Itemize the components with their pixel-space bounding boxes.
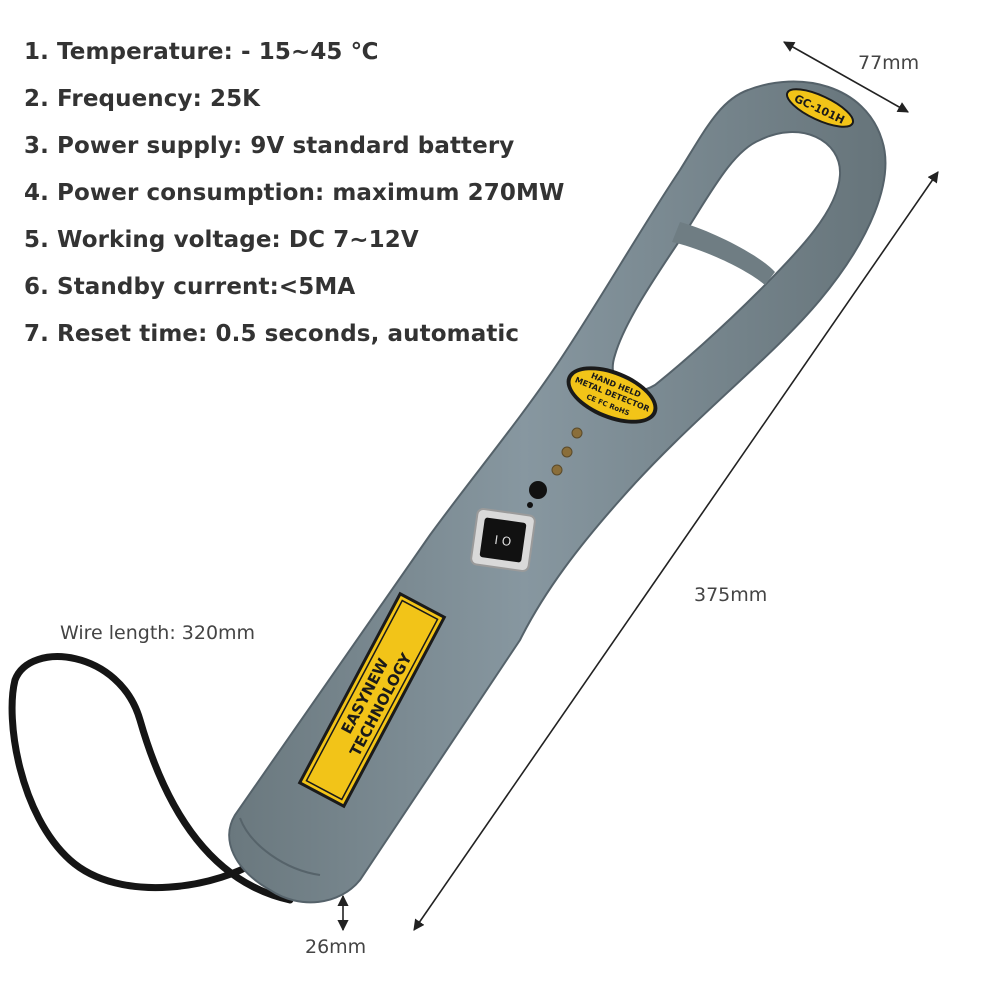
indicator-light-top — [571, 427, 583, 439]
bottom-cap — [239, 817, 321, 876]
speaker-hole — [529, 481, 547, 499]
indicator-light-bottom — [551, 464, 563, 476]
wire-length-label: Wire length: 320mm — [60, 622, 256, 644]
speaker-dot — [527, 502, 533, 508]
width-dimension-line — [783, 41, 909, 113]
spec-working-voltage: 5. Working voltage: DC 7~12V — [24, 227, 419, 253]
spec-frequency: 2. Frequency: 25K — [24, 86, 261, 112]
thickness-dimension-label: 26mm — [305, 936, 367, 958]
power-switch[interactable]: I O — [470, 508, 536, 572]
handle-bridge — [672, 222, 775, 285]
wrist-cord — [8, 653, 294, 904]
spec-power-supply: 3. Power supply: 9V standard battery — [24, 133, 515, 159]
switch-symbol-icon: I O — [494, 533, 513, 549]
spec-standby-current: 6. Standby current:<5MA — [24, 274, 356, 300]
indicator-light-middle — [561, 446, 573, 458]
metal-detector: GC-101H HAND HELD METAL DETECTOR CE FC R… — [228, 80, 887, 904]
spec-temperature: 1. Temperature: - 15~45 ℃ — [24, 39, 379, 65]
width-dimension-label: 77mm — [858, 52, 920, 74]
length-dimension-line — [413, 171, 939, 931]
length-dimension-label: 375mm — [694, 584, 768, 606]
